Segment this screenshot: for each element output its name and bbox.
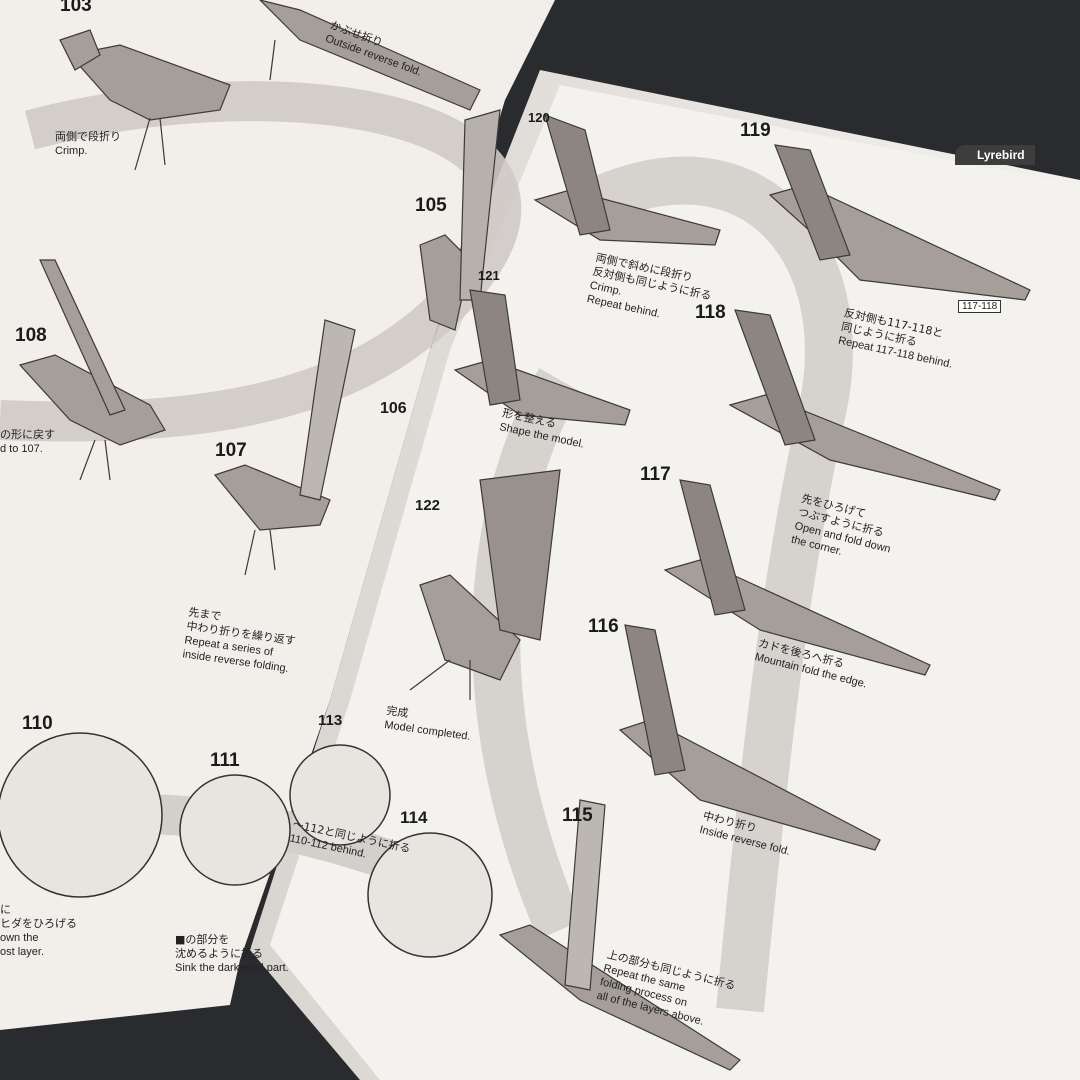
- bird-figure-107: [213, 319, 356, 576]
- bird-figure-121: [453, 289, 631, 426]
- zoom-circle-114: [367, 832, 493, 958]
- step-number-119: 119: [740, 120, 771, 141]
- step-number-121: 121: [478, 268, 500, 283]
- step-number-105: 105: [415, 195, 447, 216]
- step-number-120: 120: [528, 110, 550, 125]
- bird-figure-116: [618, 624, 881, 851]
- bird-figure-118: [728, 309, 1001, 501]
- step-number-108: 108: [15, 325, 47, 346]
- right-page-inner: [270, 85, 1080, 1080]
- step-number-103: 103: [60, 0, 92, 16]
- bird-figure-105: [419, 109, 501, 331]
- section-tab: Lyrebird: [955, 145, 1035, 165]
- bird-figure-115: [498, 799, 741, 1071]
- step-number-111: 111: [210, 750, 240, 771]
- left-arc-band: [0, 81, 522, 442]
- step-number-110: 110: [22, 713, 53, 734]
- step-number-118: 118: [695, 302, 726, 323]
- step-reference-tag: 117-118: [958, 300, 1002, 313]
- bird-figure-120: [533, 114, 721, 246]
- step-number-115: 115: [562, 805, 593, 826]
- bird-figure-103: [59, 29, 231, 171]
- bird-figure-117: [663, 479, 931, 676]
- bird-figure-108: [18, 259, 166, 481]
- zoom-circle-111: [179, 774, 291, 886]
- step-number-106: 106: [380, 400, 407, 417]
- bird-figure-104: [259, 0, 481, 111]
- step-number-117: 117: [640, 464, 671, 485]
- zoom-circle-110: [0, 732, 163, 898]
- step-number-114: 114: [400, 808, 428, 827]
- step-number-113: 113: [318, 712, 343, 729]
- step-number-116: 116: [588, 616, 619, 637]
- zoom-circle-113: [289, 744, 391, 846]
- step-number-107: 107: [215, 440, 247, 461]
- bird-figure-122-completed: [409, 469, 561, 700]
- bird-figure-119: [768, 144, 1031, 301]
- step-number-122: 122: [415, 497, 441, 514]
